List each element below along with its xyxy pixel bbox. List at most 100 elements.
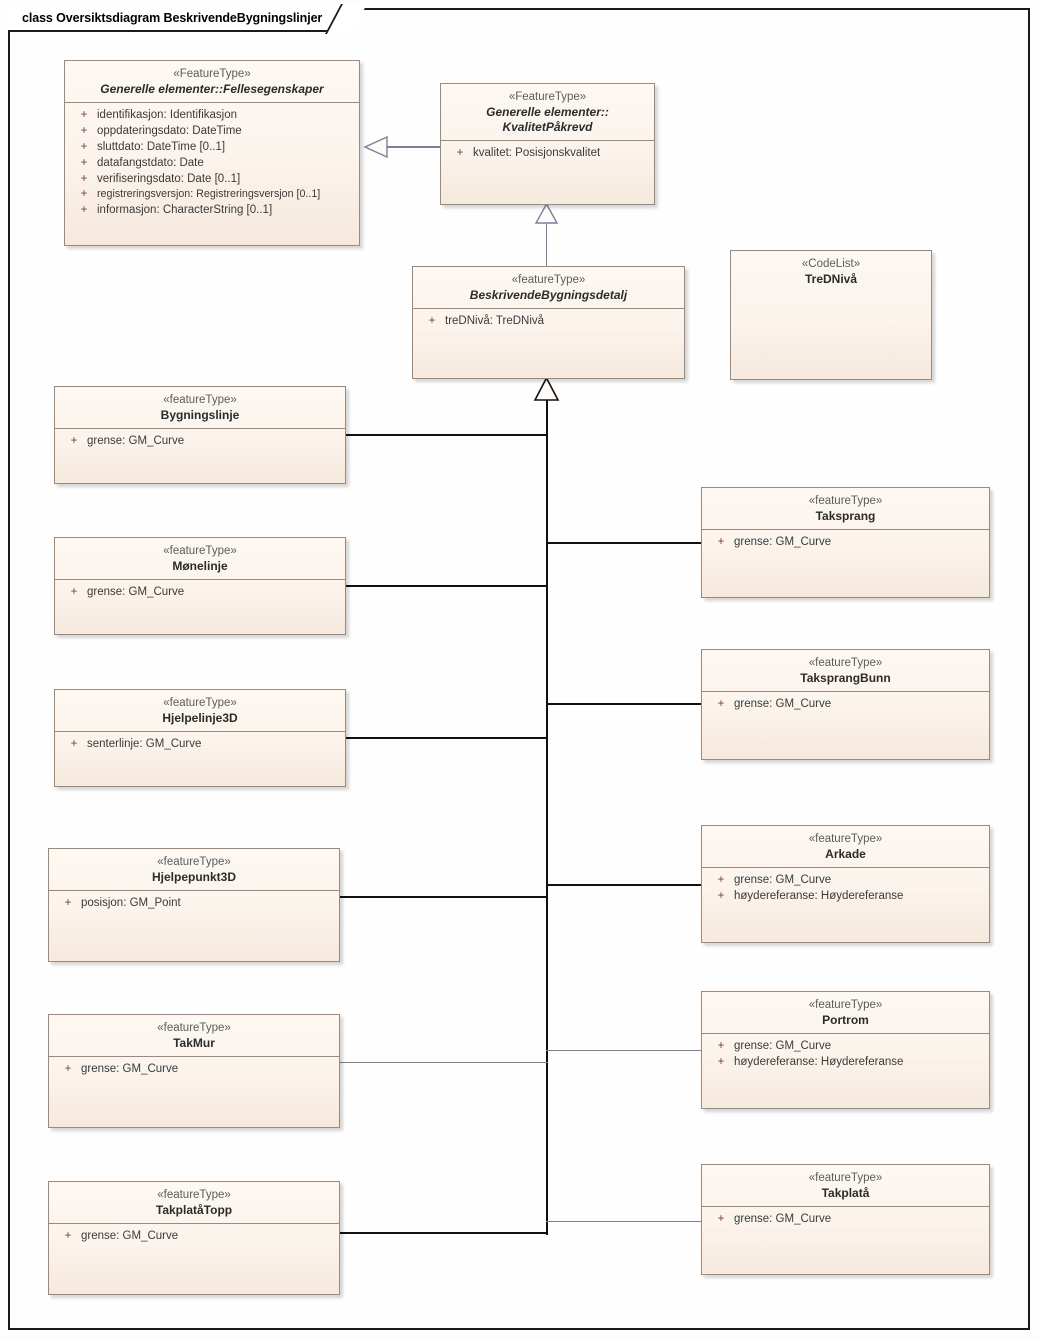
class-box-taksprang[interactable]: «featureType» Taksprang +grense: GM_Curv… (701, 487, 990, 598)
attribute-visibility: + (717, 698, 725, 711)
class-name: Hjelpelinje3D (162, 710, 238, 725)
class-box-hjelpelinje3d[interactable]: «featureType» Hjelpelinje3D +senterlinje… (54, 689, 346, 787)
attribute-text: grense: GM_Curve (734, 1213, 832, 1226)
class-attribute: +grense: GM_Curve (55, 1062, 333, 1078)
class-attribute: +senterlinje: GM_Curve (61, 737, 339, 753)
class-box-kvalitetpakrevd[interactable]: «FeatureType» Generelle elementer:: Kval… (440, 83, 655, 205)
class-attribute: +verifiseringsdato: Date [0..1] (71, 172, 353, 188)
attribute-visibility: + (717, 1213, 725, 1226)
class-attribute: +posisjon: GM_Point (55, 896, 333, 912)
attribute-visibility: + (70, 738, 78, 751)
class-separator (413, 308, 684, 310)
class-attributes: +posisjon: GM_Point (49, 891, 339, 918)
class-header: «featureType» Arkade (702, 826, 989, 867)
attribute-text: treDNivå: TreDNivå (445, 315, 545, 328)
class-attributes: +grense: GM_Curve (55, 429, 345, 456)
attribute-visibility: + (428, 315, 436, 328)
class-header: «featureType» BeskrivendeBygningsdetalj (413, 267, 684, 308)
class-name: Portrom (822, 1012, 869, 1027)
class-stereotype: «featureType» (808, 495, 883, 507)
attribute-text: høydereferanse: Høydereferanse (734, 889, 904, 902)
class-name-line2: KvalitetPåkrevd (502, 120, 593, 135)
class-attribute: +grense: GM_Curve (708, 873, 983, 889)
class-attribute: +informasjon: CharacterString [0..1] (71, 203, 353, 219)
attribute-visibility: + (717, 889, 725, 902)
class-stereotype: «featureType» (163, 697, 237, 709)
class-name: TakMur (173, 1035, 215, 1050)
attribute-text: datafangstdato: Date (97, 156, 204, 169)
class-attributes: +grense: GM_Curve (49, 1224, 339, 1251)
attribute-visibility: + (80, 124, 88, 137)
attribute-text: grense: GM_Curve (81, 1230, 179, 1243)
attribute-text: grense: GM_Curve (87, 435, 185, 448)
attribute-visibility: + (80, 109, 88, 122)
class-box-beskrivendebygningsdetalj[interactable]: «featureType» BeskrivendeBygningsdetalj … (412, 266, 685, 379)
class-stereotype: «featureType» (163, 545, 237, 557)
class-attribute: +sluttdato: DateTime [0..1] (71, 140, 353, 156)
class-name: TakplatåTopp (155, 1202, 233, 1217)
class-box-arkade[interactable]: «featureType» Arkade +grense: GM_Curve +… (701, 825, 990, 943)
class-box-hjelpepunkt3d[interactable]: «featureType» Hjelpepunkt3D +posisjon: G… (48, 848, 340, 962)
class-stereotype: «FeatureType» (173, 68, 251, 80)
class-attribute: +grense: GM_Curve (61, 434, 339, 450)
class-name: Takplatå (821, 1185, 870, 1200)
class-separator (702, 691, 989, 693)
class-header: «featureType» Hjelpelinje3D (55, 690, 345, 731)
class-name: Hjelpepunkt3D (151, 869, 236, 884)
class-attributes: +identifikasjon: Identifikasjon +oppdate… (65, 103, 359, 225)
class-box-takplatatopp[interactable]: «featureType» TakplatåTopp +grense: GM_C… (48, 1181, 340, 1295)
connector-takmur (338, 1062, 548, 1063)
attribute-visibility: + (80, 156, 88, 169)
class-name: TreDNivå (804, 271, 858, 286)
class-header: «featureType» Hjelpepunkt3D (49, 849, 339, 890)
attribute-text: registreringsversjon: Registreringsversj… (97, 188, 321, 201)
connector-portrom (546, 1050, 702, 1051)
class-attributes: + grense: GM_Curve (702, 1207, 989, 1234)
class-attributes: +grense: GM_Curve (702, 692, 989, 719)
class-attribute: +grense: GM_Curve (55, 1229, 333, 1245)
class-box-takplata[interactable]: «featureType» Takplatå +grense: GM_Curve (701, 1164, 990, 1275)
class-attributes: +grense: GM_Curve (55, 580, 345, 607)
class-attribute: +grense: GM_Curve (61, 585, 339, 601)
attribute-text: informasjon: CharacterString [0..1] (97, 204, 273, 217)
class-attribute: + høydereferanse: Høydereferanse (708, 889, 983, 905)
class-attributes: +kvalitet: Posisjonskvalitet (441, 141, 654, 168)
class-header: «featureType» TaksprangBunn (702, 650, 989, 691)
class-separator (49, 1056, 339, 1058)
class-name: TaksprangBunn (800, 670, 891, 685)
attribute-text: posisjon: GM_Point (81, 897, 181, 910)
attribute-visibility: + (80, 188, 88, 201)
class-header: «featureType» Portrom (702, 992, 989, 1033)
attribute-visibility: + (717, 874, 725, 887)
class-box-portrom[interactable]: «featureType» Portrom +grense: GM_Curve … (701, 991, 990, 1109)
connector-hjelpepunkt3d (338, 896, 548, 898)
attribute-visibility: + (64, 1063, 72, 1076)
class-separator (55, 428, 345, 430)
connector-taksprang (546, 542, 702, 544)
attribute-text: sluttdato: DateTime [0..1] (97, 140, 226, 153)
class-stereotype: «featureType» (157, 1022, 231, 1034)
connector-monelinje (345, 585, 548, 587)
class-attribute: + datafangstdato: Date (71, 156, 353, 172)
class-box-fellesegenskaper[interactable]: «FeatureType» Generelle elementer::Felle… (64, 60, 360, 246)
class-box-takmur[interactable]: «featureType» TakMur +grense: GM_Curve (48, 1014, 340, 1128)
class-attributes: +grense: GM_Curve (49, 1057, 339, 1084)
class-header: «FeatureType» Generelle elementer::Felle… (65, 61, 359, 102)
class-name-line1: Generelle elementer:: (486, 104, 609, 119)
connector-kvalitetpakrevd-fellesegenskaper (374, 146, 442, 148)
attribute-text: kvalitet: Posisjonskvalitet (473, 147, 601, 160)
class-header: «FeatureType» Generelle elementer:: Kval… (441, 84, 654, 140)
class-box-taksprangbunn[interactable]: «featureType» TaksprangBunn +grense: GM_… (701, 649, 990, 760)
class-box-bygningslinje[interactable]: «featureType» Bygningslinje +grense: GM_… (54, 386, 346, 484)
class-box-monelinje[interactable]: «featureType» Mønelinje +grense: GM_Curv… (54, 537, 346, 635)
class-attributes: +grense: GM_Curve + høydereferanse: Høyde… (702, 868, 989, 911)
class-stereotype: «featureType» (808, 833, 883, 845)
class-separator (55, 579, 345, 581)
class-attributes: +grense: GM_Curve +høydereferanse: Høyde… (702, 1034, 989, 1077)
class-stereotype: «FeatureType» (508, 91, 587, 103)
class-stereotype: «featureType» (163, 394, 237, 406)
class-box-tredniva[interactable]: «CodeList» TreDNivå (730, 250, 932, 380)
class-stereotype: «CodeList» (801, 258, 861, 270)
class-header: «CodeList» TreDNivå (731, 251, 931, 292)
connector-takplatatopp (338, 1232, 548, 1234)
